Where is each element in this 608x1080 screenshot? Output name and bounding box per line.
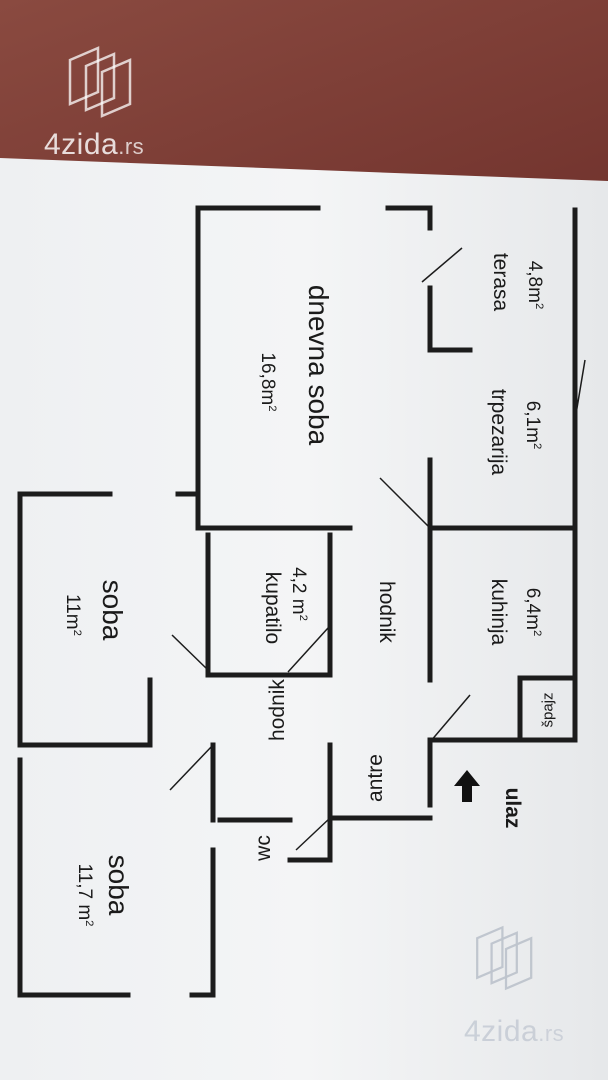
dnevna-soba-label: dnevna soba bbox=[303, 284, 334, 446]
soba-2-area: 11m2 bbox=[61, 594, 84, 636]
dnevna-soba-area: 16,8m2 bbox=[256, 352, 279, 412]
watermark-text: 4zida.rs bbox=[464, 1015, 565, 1048]
kuhinja-area: 6,4m2 bbox=[521, 587, 544, 637]
ulaz-label: ulaz bbox=[501, 787, 524, 829]
soba-1-area: 11,7 m2 bbox=[73, 863, 96, 927]
spajz-label: špajz bbox=[539, 692, 557, 728]
4zida-cube-logo-icon bbox=[476, 925, 533, 991]
kupatilo-area: 4,2 m2 bbox=[287, 567, 310, 621]
trpezarija-area: 6,1m2 bbox=[521, 400, 544, 450]
watermark-text: 4zida.rs bbox=[44, 128, 145, 161]
terasa-area: 4,8m2 bbox=[523, 260, 546, 310]
soba-1-label: soba bbox=[103, 854, 134, 916]
kuhinja-label: kuhinja bbox=[487, 578, 510, 646]
antre-label: antre bbox=[364, 754, 387, 802]
trpezarija-label: trpezarija bbox=[487, 388, 510, 476]
hodnik-label: hodnik bbox=[266, 679, 289, 741]
4zida-cube-logo-icon bbox=[68, 46, 132, 118]
terasa-label: terasa bbox=[489, 252, 512, 312]
hodnik-label: hodnik bbox=[375, 581, 398, 643]
arrow-up-icon bbox=[454, 770, 480, 802]
paper-sheet bbox=[0, 158, 608, 1080]
soba-2-label: soba bbox=[97, 579, 128, 641]
kupatilo-label: kupatilo bbox=[261, 571, 284, 645]
wc-label: wc bbox=[252, 835, 275, 861]
